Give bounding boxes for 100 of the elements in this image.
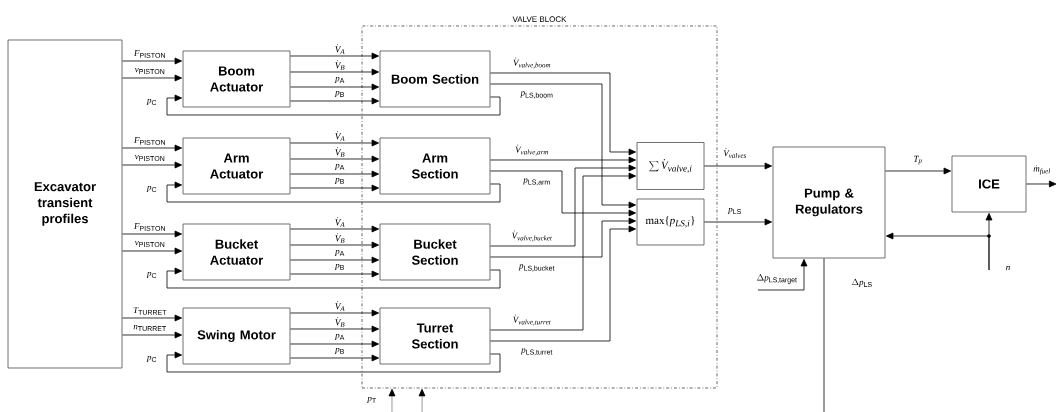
arrow [1026,180,1057,188]
arrow [290,170,379,178]
arrow [290,184,379,192]
arrow [122,314,182,322]
arrow [166,181,501,203]
edge-label: $\dot{V}_{A}$ [333,300,347,312]
edge-label: $p_{\mathrm{C}}$ [146,97,159,107]
process-block: Turret Section [379,307,491,365]
function-block: $\sum\dot{V}_{valve,i}$ [636,142,705,190]
edge-label: $T_{p}$ [912,154,924,166]
arrow [490,72,636,156]
edge-label: $T_{\mathrm{TURRET}}$ [132,306,168,316]
edge-label: $F_{\mathrm{PISTON}}$ [133,222,168,232]
arrow [290,270,379,278]
arrow [290,52,379,60]
arrow [290,68,379,76]
edge-label: $p_{\mathrm{B}}$ [334,262,346,272]
edge-label: $F_{\mathrm{PISTON}}$ [133,49,168,59]
edge-label: $p_{\mathrm{C}}$ [146,354,159,364]
process-block: Boom Actuator [182,50,291,108]
edge-label: $\dot{V}_{valve,boom}$ [511,56,553,70]
process-block: Swing Motor [182,307,291,365]
arrow [290,354,379,362]
arrow [490,156,636,164]
arrow [490,172,636,331]
edge-label: $p_{\mathrm{LS,turret}}$ [520,347,554,357]
arrow [122,144,182,152]
arrow [290,325,379,333]
arrow [290,340,379,348]
arrow [122,161,182,169]
arrow [490,170,636,217]
edge-label: $v_{\mathrm{PISTON}}$ [133,240,167,248]
edge-label: $n_{\mathrm{TURRET}}$ [132,324,168,332]
edge-label: $p_{\mathrm{T}}$ [366,395,378,405]
arrow [166,351,501,373]
arrow [490,225,636,342]
process-block: Arm Actuator [182,137,291,195]
arrow [290,241,379,249]
edge-label: $\dot{V}_{B}$ [333,59,347,71]
edge-label: $p_{\mathrm{C}}$ [146,184,159,194]
edge-label: $\dot{V}_{A}$ [333,216,347,228]
edge-label: $p_{\mathrm{B}}$ [334,346,346,356]
process-block: Arm Section [379,137,491,195]
arrow [290,155,379,163]
edge-label: $p_{\mathrm{A}}$ [334,162,346,172]
arrow [290,256,379,264]
process-block: Bucket Actuator [182,223,291,281]
edge-label: $\dot{V}_{valves}$ [722,147,748,159]
edge-label: $\Delta p_{\mathrm{LS}}$ [850,277,874,289]
edge-label: $\dot{V}_{valve,bucket}$ [510,229,554,243]
edge-label: $\dot{V}_{valve,turret}$ [511,313,553,327]
edge-label: $p_{\mathrm{LS,arm}}$ [522,177,552,187]
arrow [757,259,808,291]
arrow [122,57,182,65]
edge-label: $\Delta p_{\mathrm{LS,target}}$ [755,273,799,285]
edge-label: $v_{\mathrm{PISTON}}$ [133,154,167,162]
arrow [166,267,501,289]
edge-label: $p_{\mathrm{LS,bucket}}$ [518,263,556,273]
arrow [290,139,379,147]
arrow [122,74,182,82]
edge-label: $\dot{m}_{fuel}$ [1032,164,1052,176]
arrow [704,162,772,170]
arrow [290,309,379,317]
edge-label: $p_{\mathrm{LS}}$ [727,206,743,216]
arrow [886,232,990,271]
process-block: Pump & Regulators [772,146,886,259]
edge-label: $p_{\mathrm{LS,boom}}$ [519,90,555,100]
process-block: Excavator transient profiles [7,39,123,369]
arrow [290,225,379,233]
edge-label: $F_{\mathrm{PISTON}}$ [133,136,168,146]
arrow [885,167,951,175]
edge-label: $p_{\mathrm{A}}$ [334,332,346,342]
node-label: VALVE BLOCK [512,16,567,22]
edge-label: $p_{\mathrm{B}}$ [334,89,346,99]
edge-label: $p_{\mathrm{C}}$ [146,270,159,280]
edge-label: $\dot{V}_{B}$ [333,146,347,158]
process-block: Bucket Section [379,223,491,281]
arrow [290,97,379,105]
arrow [490,83,636,209]
edge-label: $p_{\mathrm{A}}$ [334,75,346,85]
edge-label: $\dot{V}_{A}$ [333,43,347,55]
arrow [490,217,636,258]
edge-label: $v_{\mathrm{PISTON}}$ [133,67,167,75]
function-block: $\max\{p_{LS,i}\}$ [636,198,705,246]
arrow [122,247,182,255]
arrow [122,331,182,339]
process-block: Boom Section [379,50,491,108]
edge-label: $p_{\mathrm{B}}$ [334,176,346,186]
arrow [122,230,182,238]
arrow [290,83,379,91]
process-block: ICE [951,155,1027,213]
edge-label: $p_{\mathrm{A}}$ [334,248,346,258]
edge-label: $\dot{V}_{B}$ [333,316,347,328]
edge-label: $n$ [1004,264,1012,272]
arrow [490,164,636,247]
edge-label: $\dot{V}_{B}$ [333,232,347,244]
arrow [166,94,501,116]
arrow [704,218,772,226]
edge-label: $\dot{V}_{A}$ [333,130,347,142]
edge-label: $\dot{V}_{valve,arm}$ [514,143,550,157]
